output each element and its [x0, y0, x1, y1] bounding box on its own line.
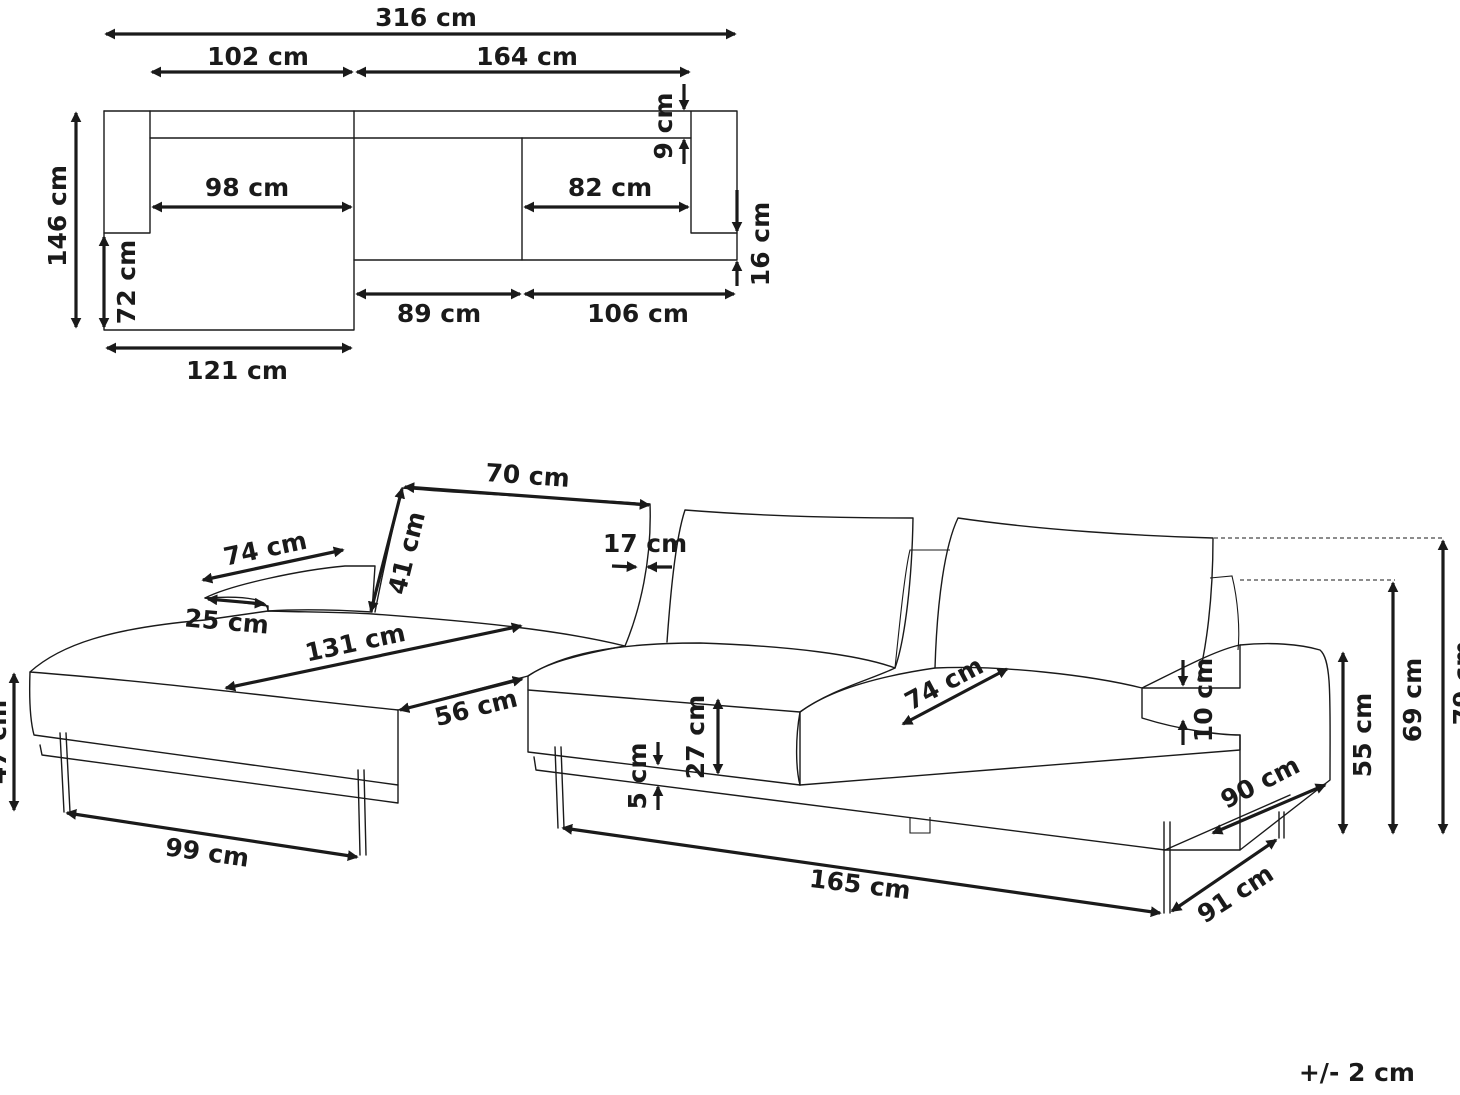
backrest-height-label: 69 cm [1398, 658, 1427, 742]
chaise-arm-length-label: 74 cm [221, 526, 310, 572]
cushion-thickness-label: 27 cm [681, 695, 710, 779]
sofa-width-label: 164 cm [476, 42, 578, 71]
arm-depth-offset-label: 16 cm [746, 202, 775, 286]
right-seat-width-label: 82 cm [568, 173, 652, 202]
sofa-depth-top-label: 90 cm [1216, 750, 1304, 814]
overall-width-label: 316 cm [375, 3, 477, 32]
sofa-outline [28, 487, 1331, 914]
perspective-dashed-guides [1214, 537, 1445, 581]
frame-height-label: 5 cm [623, 743, 652, 810]
chaise-arm-width-label: 25 cm [183, 603, 270, 639]
top-view-labels: 316 cm 102 cm 164 cm 146 cm 72 cm 98 cm … [43, 3, 775, 385]
chaise-extension-label: 72 cm [112, 240, 141, 324]
perspective-view: 70 cm 41 cm 74 cm 25 cm 17 cm 131 cm 56 … [0, 458, 1460, 929]
perspective-dimension-arrows [8, 482, 1449, 918]
right-section-label: 106 cm [587, 299, 689, 328]
seat-height-label: 47 cm [0, 700, 12, 784]
top-view: 316 cm 102 cm 164 cm 146 cm 72 cm 98 cm … [43, 3, 775, 385]
top-view-outline [103, 110, 738, 331]
tolerance-note: +/- 2 cm [1299, 1058, 1415, 1087]
middle-section-label: 89 cm [397, 299, 481, 328]
seat-depth-label: 74 cm [900, 651, 988, 716]
top-view-dimension-arrows [70, 28, 743, 354]
sofa-leg-span-label: 165 cm [808, 864, 913, 905]
armrest-height-label: 55 cm [1348, 693, 1377, 777]
back-cushion-depth-label: 17 cm [603, 529, 687, 558]
chaise-total-width-label: 121 cm [186, 356, 288, 385]
perspective-labels: 70 cm 41 cm 74 cm 25 cm 17 cm 131 cm 56 … [0, 458, 1460, 929]
overall-depth-label: 146 cm [43, 165, 72, 267]
total-height-label: 79 cm [1448, 641, 1460, 725]
chaise-seat-width-label: 98 cm [205, 173, 289, 202]
back-cushion-height-label: 41 cm [382, 509, 431, 598]
chaise-width-label: 102 cm [207, 42, 309, 71]
back-thickness-label: 9 cm [649, 93, 678, 160]
back-cushion-width-label: 70 cm [484, 458, 570, 493]
armrest-thickness-label: 10 cm [1189, 658, 1218, 742]
